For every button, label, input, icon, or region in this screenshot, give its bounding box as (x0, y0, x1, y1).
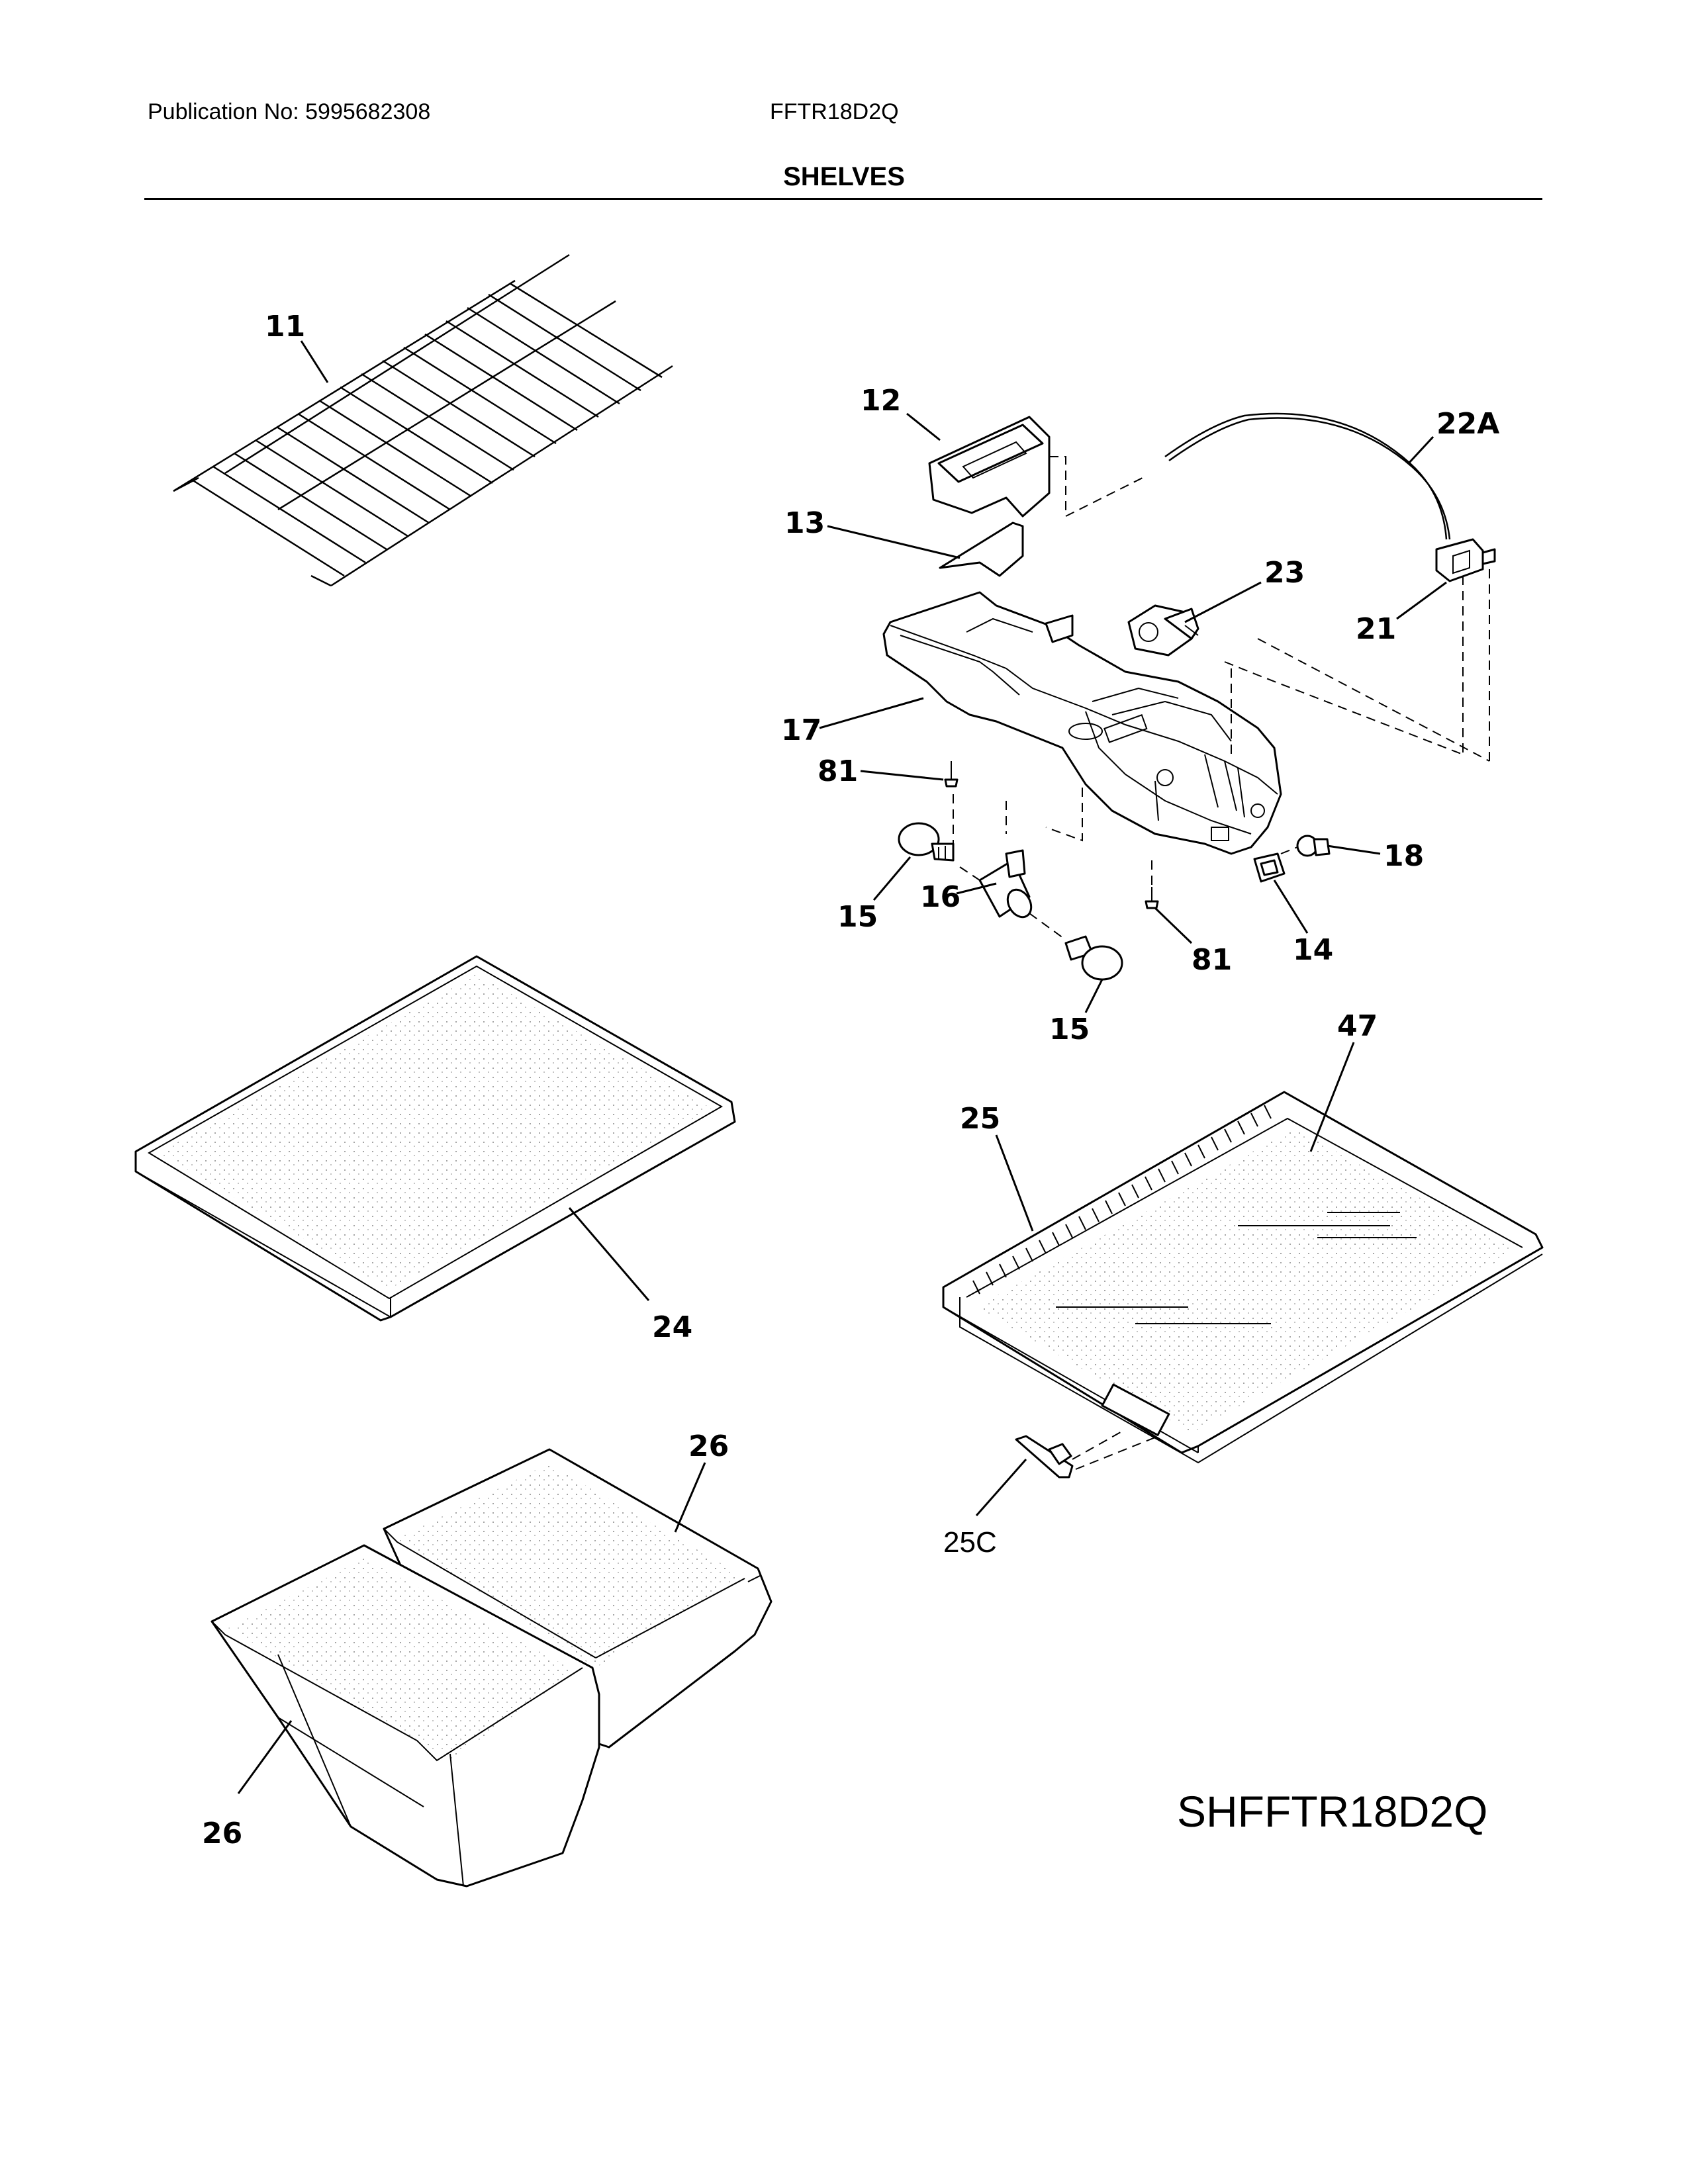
callout-15-right: 15 (1049, 1013, 1090, 1046)
clip-part (1015, 1429, 1159, 1479)
callout-25: 25 (960, 1102, 1000, 1136)
callout-81-upper: 81 (818, 754, 858, 788)
switch-part (1253, 852, 1286, 883)
leader-lines (237, 340, 1447, 1794)
callout-12: 12 (861, 384, 901, 418)
glass-shelf-part (134, 955, 736, 1322)
callout-11: 11 (265, 310, 305, 343)
callout-14: 14 (1293, 933, 1333, 967)
callout-17: 17 (781, 713, 821, 747)
light-cover-part (928, 416, 1051, 518)
model-number: FFTR18D2Q (770, 99, 899, 124)
assembly-guide-lines (953, 456, 1490, 940)
publication-number: Publication No: 5995682308 (148, 99, 431, 124)
callout-23: 23 (1264, 556, 1305, 590)
callout-26-top: 26 (688, 1430, 729, 1463)
light-housing-part (882, 591, 1282, 855)
socket-part (978, 849, 1033, 919)
callout-25c: 25C (943, 1526, 997, 1559)
diffuser-part (939, 522, 1024, 577)
callout-16: 16 (920, 880, 961, 914)
diagram-identifier: SHFFTR18D2Q (1177, 1787, 1487, 1836)
thermostat-part (1127, 604, 1199, 657)
crisper-cover-part (942, 1091, 1544, 1464)
callout-21: 21 (1356, 612, 1396, 646)
screw-part-lower (1145, 887, 1159, 909)
wire-shelf-part (173, 253, 673, 587)
screw-part-upper (944, 761, 959, 788)
crisper-drawer-part-front (211, 1544, 600, 1888)
callout-13: 13 (784, 506, 825, 540)
plug-part (1296, 835, 1331, 857)
callout-26-bottom: 26 (202, 1817, 242, 1850)
light-bulb-part-left (898, 822, 955, 862)
section-title: SHELVES (783, 162, 905, 191)
callout-22a: 22A (1436, 407, 1499, 441)
connector-part (1435, 538, 1496, 582)
light-bulb-part-right (1064, 935, 1123, 981)
vent-slots (972, 1105, 1272, 1295)
callout-15-left: 15 (837, 900, 878, 934)
callout-24: 24 (652, 1310, 692, 1344)
callout-18: 18 (1383, 839, 1424, 873)
wire-harness-part (1164, 412, 1451, 540)
crisper-drawer-part-back (383, 1448, 773, 1749)
header-divider (144, 198, 1542, 200)
callout-81-lower: 81 (1192, 943, 1232, 977)
callout-47: 47 (1337, 1009, 1378, 1043)
